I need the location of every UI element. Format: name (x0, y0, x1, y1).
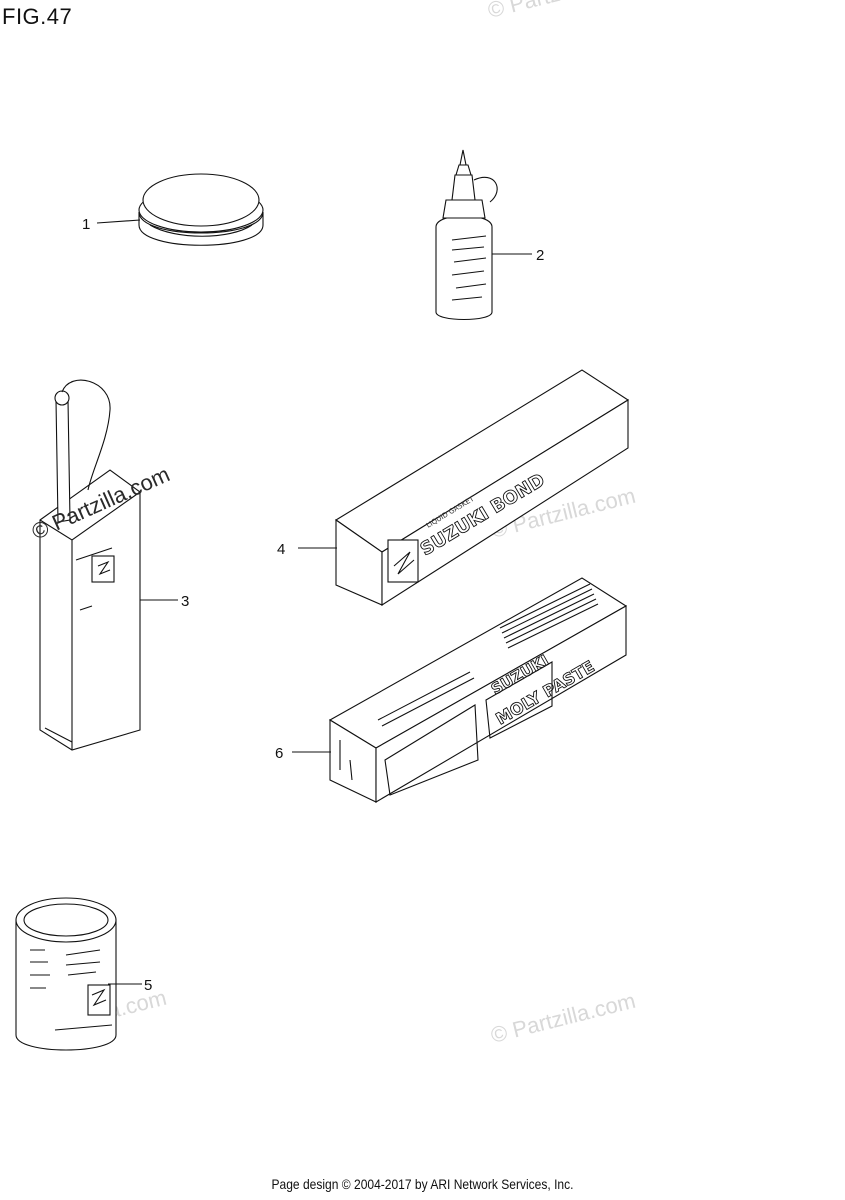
callout-4: 4 (277, 541, 285, 558)
callout-2: 2 (536, 247, 544, 264)
part-2-bottle (435, 149, 498, 320)
part-3-can (39, 379, 141, 751)
part-1-cap (138, 173, 264, 246)
part-4-bond-box: SUZUKI BOND LIQUID GASKET (334, 369, 630, 607)
callout-3: 3 (181, 593, 189, 610)
callout-1: 1 (82, 216, 90, 233)
watermark-top: © Partzilla.com (485, 0, 635, 23)
figure-title: FIG.47 (2, 4, 73, 29)
callout-6: 6 (275, 745, 283, 762)
part-6-paste-box: SUZUKI MOLY PASTE (328, 577, 628, 803)
watermark-lower-right: © Partzilla.com (488, 988, 638, 1048)
part-5-paint-can (15, 897, 117, 1051)
page-footer: Page design © 2004-2017 by ARI Network S… (271, 1176, 574, 1192)
callout-5: 5 (144, 977, 152, 994)
parts-diagram: © Partzilla.com © Partzilla.com © Partzi… (15, 0, 638, 1051)
leader-1 (96, 219, 141, 224)
